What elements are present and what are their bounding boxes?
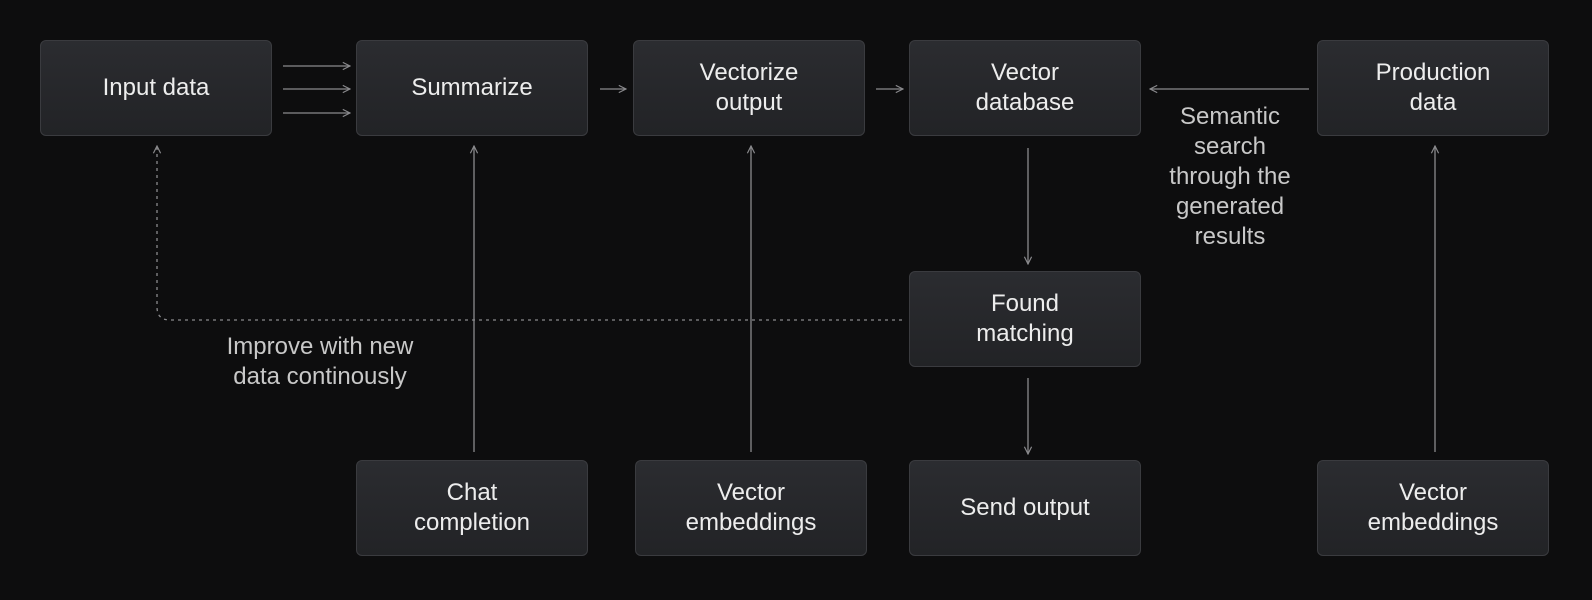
label-semantic-search: Semantic search through the generated re… xyxy=(1169,103,1291,250)
node-summarize: Summarize xyxy=(356,40,588,136)
node-chat-completion: Chat completion xyxy=(356,460,588,556)
dashed-feedback-arrow xyxy=(157,146,902,321)
node-input-data: Input data xyxy=(40,40,272,136)
node-production-data: Production data xyxy=(1317,40,1549,136)
node-vectorize-output: Vectorize output xyxy=(633,40,865,136)
node-vector-embeddings-1: Vector embeddings xyxy=(635,460,867,556)
node-vector-embeddings-2: Vector embeddings xyxy=(1317,460,1549,556)
label-improve: Improve with new data continously xyxy=(226,333,414,390)
node-send-output: Send output xyxy=(909,460,1141,556)
node-found-matching: Found matching xyxy=(909,271,1141,367)
node-vector-database: Vector database xyxy=(909,40,1141,136)
